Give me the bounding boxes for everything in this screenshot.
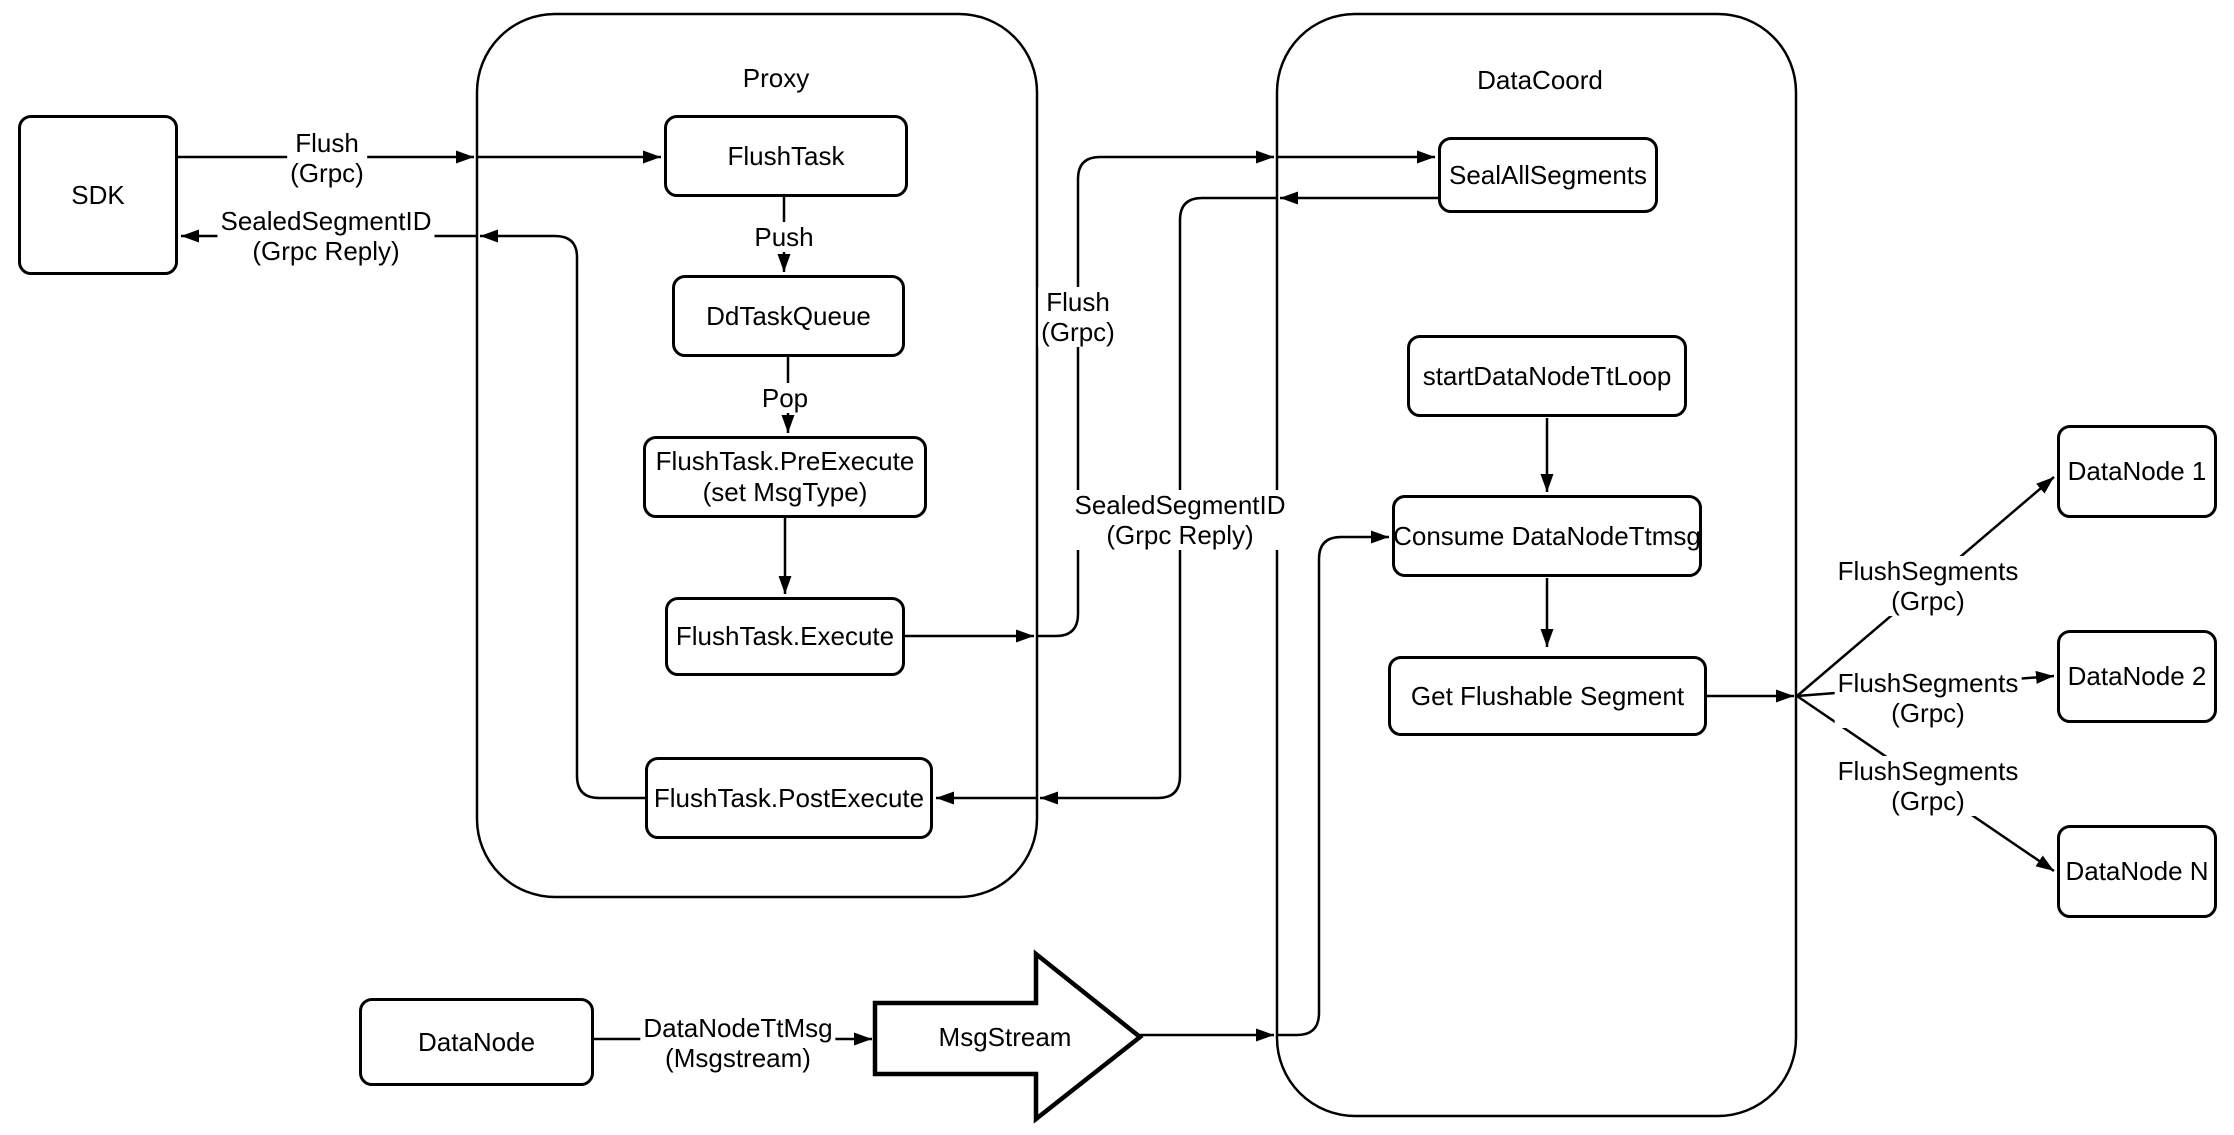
edge-postexecute-to-proxy-edge: [480, 229, 645, 800]
flush-segments-label-3-line2: (Grpc): [1891, 786, 1965, 816]
get-flushable-segment-node: Get Flushable Segment: [1388, 656, 1707, 736]
proxy-container-title: Proxy: [742, 63, 810, 93]
datanode-1-node-label: DataNode 1: [2067, 456, 2207, 486]
flush-segments-label-1: FlushSegments (Grpc): [1834, 556, 2022, 616]
seal-all-segments-node-label: SealAllSegments: [1449, 159, 1647, 190]
consume-datanode-ttmsg-node-label: Consume DataNodeTtmsg: [1393, 520, 1701, 551]
flush-segments-label-3-line1: FlushSegments: [1837, 756, 2019, 786]
datacoord-container: [1275, 12, 1798, 1118]
datanode-node: DataNode: [359, 998, 594, 1086]
consume-datanode-ttmsg-node: Consume DataNodeTtmsg: [1392, 495, 1702, 577]
sealed-segment-id-label-mid: SealedSegmentID (Grpc Reply): [1071, 490, 1289, 550]
flush-segments-label-1-line2: (Grpc): [1891, 586, 1965, 616]
sdk-node: SDK: [18, 115, 178, 275]
flush-grpc-label-mid-line1: Flush: [1046, 287, 1110, 317]
sealed-segment-id-label-mid-line1: SealedSegmentID: [1074, 490, 1286, 520]
datanode-2-node: DataNode 2: [2057, 630, 2217, 723]
pre-execute-node-label-line1: FlushTask.PreExecute: [655, 446, 915, 476]
datanode-1-node: DataNode 1: [2057, 425, 2217, 518]
flush-task-node-label: FlushTask: [727, 140, 845, 171]
msgstream-arrow-shape: [872, 949, 1144, 1124]
dd-task-queue-node-label: DdTaskQueue: [706, 300, 871, 331]
datanode-tt-msg-label-line1: DataNodeTtMsg: [643, 1013, 833, 1043]
push-label: Push: [751, 222, 817, 252]
datanode-tt-msg-label-line2: (Msgstream): [665, 1043, 811, 1073]
datanode-node-label: DataNode: [417, 1026, 536, 1057]
flush-segments-label-1-line1: FlushSegments: [1837, 556, 2019, 586]
post-execute-node-label: FlushTask.PostExecute: [653, 782, 925, 813]
datanode-2-node-label: DataNode 2: [2067, 661, 2207, 691]
post-execute-node: FlushTask.PostExecute: [645, 757, 933, 839]
execute-node-label: FlushTask.Execute: [675, 621, 895, 651]
datanode-n-node-label: DataNode N: [2065, 856, 2209, 886]
flush-grpc-label-mid-line2: (Grpc): [1041, 317, 1115, 347]
sealed-segment-id-label-sdk-line1: SealedSegmentID: [220, 206, 432, 236]
pop-label: Pop: [758, 383, 812, 413]
flush-grpc-label-sdk-line2: (Grpc): [290, 158, 364, 188]
start-datanode-tt-loop-node-label: startDataNodeTtLoop: [1422, 360, 1672, 391]
sealed-segment-id-label-mid-line2: (Grpc Reply): [1106, 520, 1254, 550]
dd-task-queue-node: DdTaskQueue: [672, 275, 905, 357]
flush-grpc-label-sdk: Flush (Grpc): [287, 128, 367, 188]
pre-execute-node-label-line2: (set MsgType): [702, 477, 868, 507]
datanode-n-node: DataNode N: [2057, 825, 2217, 918]
edge-datacoord-edge-to-consume: [1277, 530, 1389, 1037]
pre-execute-node: FlushTask.PreExecute (set MsgType): [643, 436, 927, 518]
proxy-container: [475, 12, 1039, 899]
sealed-segment-id-label-sdk: SealedSegmentID (Grpc Reply): [217, 206, 435, 266]
flush-segments-label-2-line2: (Grpc): [1891, 698, 1965, 728]
execute-node: FlushTask.Execute: [665, 597, 905, 676]
flush-grpc-label-mid: Flush (Grpc): [1038, 287, 1118, 347]
flush-segments-label-2: FlushSegments (Grpc): [1834, 668, 2022, 728]
datanode-tt-msg-label: DataNodeTtMsg (Msgstream): [640, 1013, 836, 1073]
sealed-segment-id-label-sdk-line2: (Grpc Reply): [252, 236, 400, 266]
sdk-node-label: SDK: [71, 179, 125, 210]
seal-all-segments-node: SealAllSegments: [1438, 137, 1658, 213]
msgstream-shape-label: MsgStream: [938, 1022, 1072, 1052]
edge-flush-grpc-up: [1037, 150, 1274, 638]
flush-grpc-label-sdk-line1: Flush: [295, 128, 359, 158]
get-flushable-segment-node-label: Get Flushable Segment: [1410, 680, 1685, 711]
flush-segments-label-2-line1: FlushSegments: [1837, 668, 2019, 698]
datacoord-container-title: DataCoord: [1477, 65, 1603, 95]
flush-task-node: FlushTask: [664, 115, 908, 197]
flush-segments-label-3: FlushSegments (Grpc): [1834, 756, 2022, 816]
start-datanode-tt-loop-node: startDataNodeTtLoop: [1407, 335, 1687, 417]
